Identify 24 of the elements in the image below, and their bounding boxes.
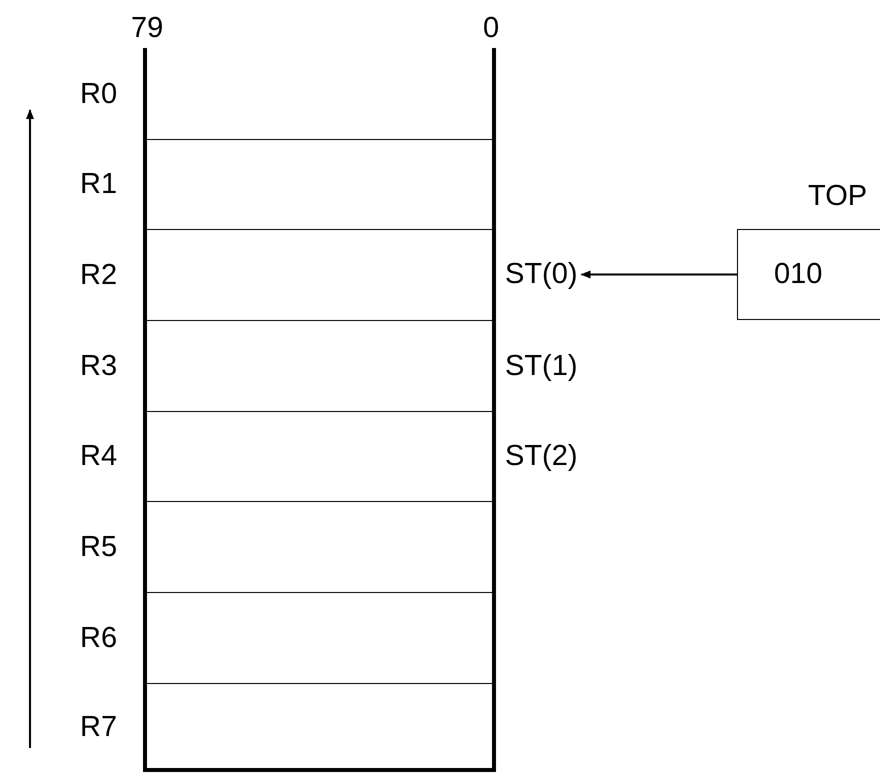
arrow xyxy=(580,270,737,278)
register-name: R6 xyxy=(80,622,118,654)
register-cell xyxy=(143,139,496,230)
register-name: R1 xyxy=(80,168,118,200)
value-box: 010 xyxy=(737,229,880,320)
register-name: R3 xyxy=(80,350,118,382)
register-cell xyxy=(143,320,496,412)
stack-index: ST(1) xyxy=(505,350,578,382)
register-cell xyxy=(143,501,496,593)
register-cell xyxy=(143,229,496,321)
register-heading: TOP xyxy=(808,180,868,212)
register-name: R7 xyxy=(80,710,118,742)
register-cell xyxy=(143,592,496,684)
register-name: R5 xyxy=(80,530,118,562)
stack-index: ST(0) xyxy=(505,258,578,290)
bit-number: 0 xyxy=(483,12,500,44)
register-cell xyxy=(143,48,496,140)
bit-number: 79 xyxy=(131,12,164,44)
register-name: R0 xyxy=(80,78,118,110)
register-cell xyxy=(143,411,496,502)
register-cell xyxy=(143,683,496,772)
register-name: R4 xyxy=(80,440,118,472)
register-name: R2 xyxy=(80,258,118,290)
stack-index: ST(2) xyxy=(505,440,578,472)
